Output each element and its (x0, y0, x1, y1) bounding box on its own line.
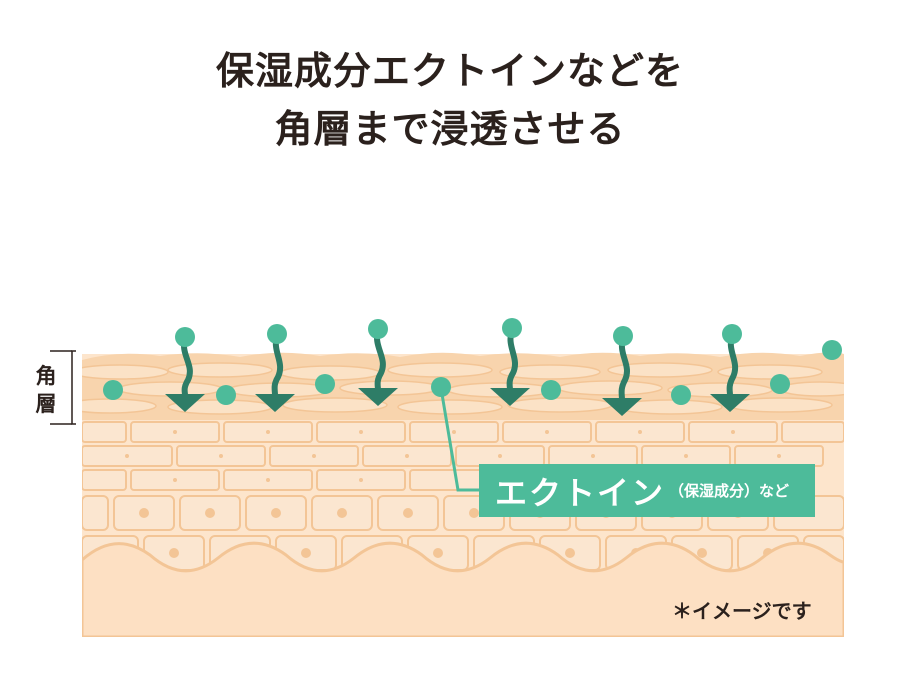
molecule-2 (267, 324, 287, 344)
molecule-4 (502, 318, 522, 338)
molecule-5 (613, 326, 633, 346)
skin-surface-white (82, 312, 844, 354)
layer-bracket (71, 350, 76, 425)
arrowhead-6 (710, 394, 750, 412)
molecule-heads (175, 318, 742, 347)
arrowhead-1 (165, 394, 205, 412)
callout-sub-text: （保湿成分）など (669, 482, 790, 500)
layer-label: 角 層 (33, 362, 59, 418)
layer-label-line-2: 層 (35, 392, 57, 416)
molecule-1 (175, 327, 195, 347)
callout-main-text: エクトイン (495, 473, 666, 512)
dermis-wave (82, 541, 844, 637)
title-line-1: 保湿成分エクトインなどを (215, 49, 684, 93)
ectoine-callout: エクトイン （保湿成分）など (479, 464, 815, 517)
arrowhead-3 (358, 388, 398, 406)
title-line-2: 角層まで浸透させる (274, 107, 626, 151)
penetrating-molecules (180, 327, 739, 403)
callout-leader-line (439, 387, 479, 492)
arrowhead-2 (255, 394, 295, 412)
granular-dots (125, 430, 781, 482)
floating-molecules (103, 340, 842, 405)
layer-label-line-1: 角 (35, 364, 57, 388)
image-note: ＊イメージです (672, 599, 812, 623)
molecule-3 (368, 319, 388, 339)
arrowhead-4 (490, 388, 530, 406)
arrowhead-5 (602, 398, 642, 416)
arrowheads (165, 388, 750, 416)
molecule-6 (722, 324, 742, 344)
